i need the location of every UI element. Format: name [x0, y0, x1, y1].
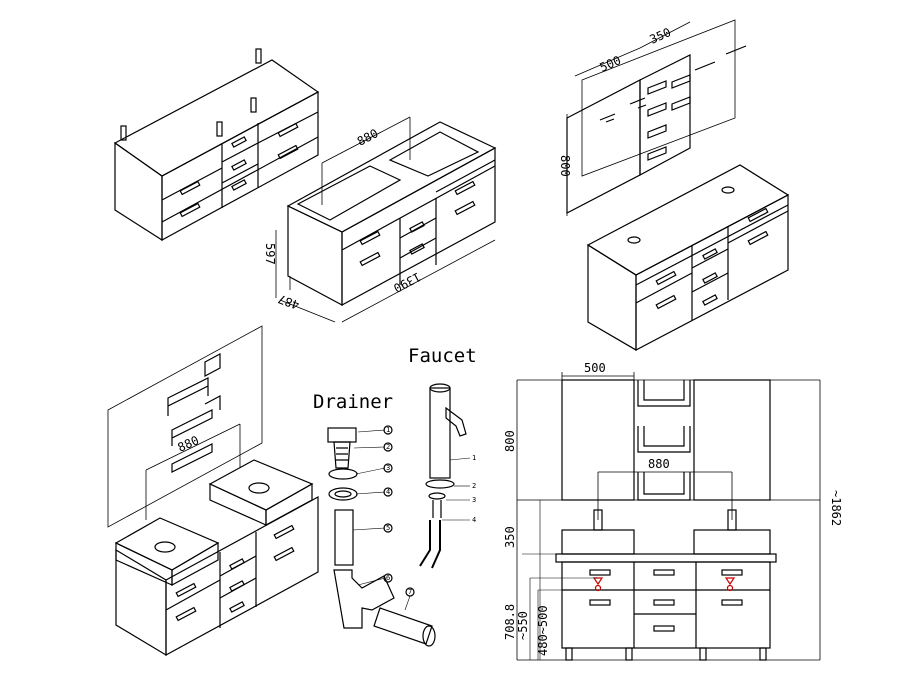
faucet-part-4: 4	[472, 516, 476, 524]
dim-mirror-width: 500	[598, 53, 624, 75]
drainer-part-3: 3	[386, 464, 390, 472]
elev-drain-height-2: 480~500	[536, 605, 550, 656]
faucet-part-2: 2	[472, 482, 476, 490]
faucet-label: Faucet	[408, 345, 477, 367]
iso-vanity-with-basins	[586, 164, 790, 352]
drainer-part-6: 6	[386, 574, 390, 582]
drainer-label: Drainer	[313, 391, 393, 413]
iso-mirror-panels	[566, 19, 747, 216]
elev-mirror-width: 500	[584, 361, 606, 375]
dim-mirror-height: 800	[558, 155, 572, 177]
elev-total-height: ~1862	[829, 490, 843, 526]
iso-cabinet-top-left	[113, 48, 320, 242]
iso-vanity-scene	[107, 325, 319, 657]
drainer-part-5: 5	[386, 524, 390, 532]
drainer-part-2: 2	[386, 443, 390, 451]
front-elevation	[516, 372, 821, 661]
faucet-exploded	[419, 383, 471, 569]
drainer-part-7: 7	[408, 588, 412, 596]
drainer-exploded	[327, 425, 436, 647]
faucet-part-3: 3	[472, 496, 476, 504]
dim-iso-height: 597	[263, 243, 277, 265]
faucet-part-1: 1	[472, 454, 476, 462]
elev-splash-height: 350	[503, 526, 517, 548]
dim-iso-depth: 487	[276, 292, 301, 313]
dim-iso-width: 880	[355, 126, 381, 149]
dim-mirror-depth: 350	[648, 25, 674, 47]
elev-basin-spacing: 880	[648, 457, 670, 471]
drainer-part-4: 4	[386, 488, 390, 496]
iso-open-vanity	[275, 116, 497, 323]
dim-iso-length: 1390	[391, 269, 423, 295]
elev-mirror-height: 800	[503, 430, 517, 452]
drainer-part-1: 1	[386, 426, 390, 434]
elev-drain-height-1: ~550	[516, 611, 530, 640]
elev-counter-height: 708.8	[503, 604, 517, 640]
